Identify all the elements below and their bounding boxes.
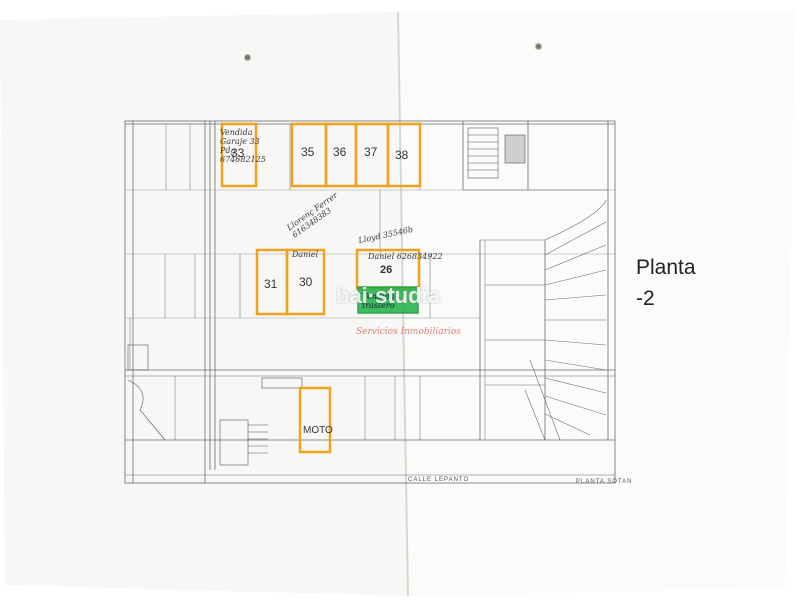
punch-hole-left — [244, 54, 251, 61]
floor-title: Planta -2 — [636, 252, 696, 314]
street-label: CALLE LEPANTO — [408, 477, 470, 483]
space-35-label: 35 — [301, 145, 315, 159]
watermark-subtitle: Servicios Inmobiliarios — [356, 327, 461, 337]
plan-label: PLANTA SÓTAN — [576, 479, 633, 485]
note-space-30: Daniel — [292, 250, 319, 259]
note-space-33: Vendida Garaje 33 Pdg 674682125 — [220, 128, 266, 164]
space-38-label: 38 — [395, 148, 409, 162]
space-26-label: 26 — [380, 264, 393, 276]
space-37-label: 37 — [364, 145, 378, 159]
floor-level-text: -2 — [636, 287, 655, 310]
watermark-brand: bai·studia — [336, 283, 440, 308]
note-space-26-b: Daniel 626834922 — [368, 252, 443, 261]
punch-hole-right — [535, 43, 542, 50]
space-30-label: 30 — [299, 275, 313, 289]
space-moto-label: MOTO — [303, 425, 333, 436]
floor-title-text: Planta — [636, 256, 696, 279]
space-33-label: 33 — [231, 146, 245, 160]
space-31-label: 31 — [264, 277, 278, 291]
space-36-label: 36 — [333, 145, 347, 159]
note-trastero: Vendida trastero — [362, 292, 395, 310]
